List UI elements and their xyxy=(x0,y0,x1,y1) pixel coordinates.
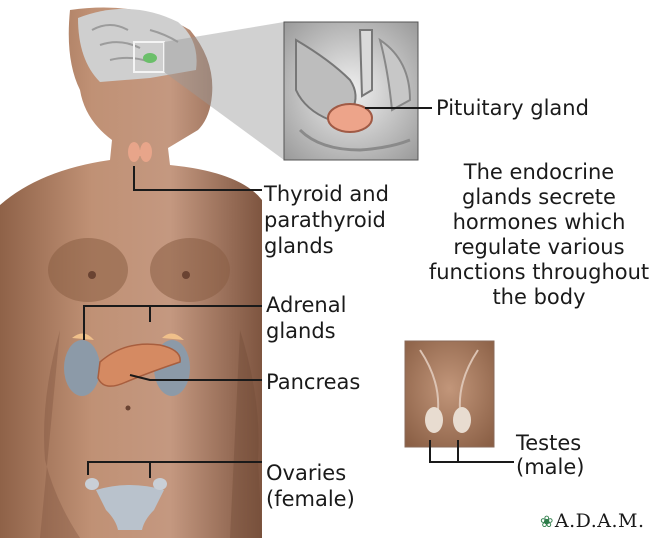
description-text: The endocrine glands secrete hormones wh… xyxy=(414,160,664,310)
label-adrenal-line-1: Adrenal xyxy=(266,292,346,318)
leaf-icon: ❀ xyxy=(540,512,554,531)
testes-inset xyxy=(405,341,494,447)
label-adrenal-line-2: glands xyxy=(266,318,336,344)
label-ovaries-line-1: Ovaries xyxy=(266,460,346,486)
pituitary-inset xyxy=(284,22,418,160)
description-line: glands secrete xyxy=(414,185,664,210)
label-testes-line-2: (male) xyxy=(516,454,584,480)
label-thyroid-line-3: glands xyxy=(264,233,334,259)
description-line: the body xyxy=(414,285,664,310)
label-pancreas: Pancreas xyxy=(266,369,360,395)
label-pituitary-gland: Pituitary gland xyxy=(436,95,589,121)
label-ovaries-line-2: (female) xyxy=(266,486,355,512)
label-thyroid-line-2: parathyroid xyxy=(264,207,386,233)
logo-text: A.D.A.M. xyxy=(555,510,645,532)
description-line: regulate various xyxy=(414,235,664,260)
description-line: hormones which xyxy=(414,210,664,235)
label-thyroid-line-1: Thyroid and xyxy=(264,181,389,207)
label-testes-line-1: Testes xyxy=(516,430,581,456)
adam-logo: ❀A.D.A.M. xyxy=(540,510,645,532)
description-line: The endocrine xyxy=(414,160,664,185)
description-line: functions throughout xyxy=(414,260,664,285)
pituitary-dot xyxy=(143,53,157,63)
navel xyxy=(126,406,131,411)
